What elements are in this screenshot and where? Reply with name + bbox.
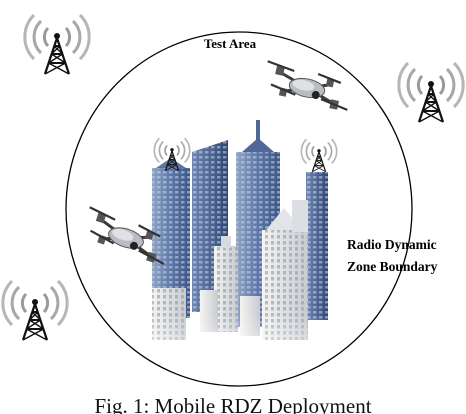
cell-tower-top-left: [23, 13, 91, 76]
rooftop-tower-right: [300, 138, 338, 173]
city-buildings: [146, 120, 336, 385]
cell-tower-top-right: [397, 61, 465, 124]
zone-boundary-label-line2: Zone Boundary: [347, 259, 438, 274]
test-area-label: Test Area: [204, 36, 257, 51]
zone-boundary-label-line1: Radio Dynamic: [347, 237, 437, 252]
tower-icon: [43, 31, 71, 76]
figure-caption: Fig. 1: Mobile RDZ Deployment: [94, 394, 372, 414]
tower-icon: [417, 79, 445, 124]
drone-icon: [259, 59, 356, 114]
drone-top-right: [259, 59, 356, 114]
cell-tower-bottom-left: [1, 279, 69, 342]
tower-icon: [21, 297, 49, 342]
rdz-boundary-circle: [65, 31, 413, 387]
tower-icon: [311, 148, 327, 173]
